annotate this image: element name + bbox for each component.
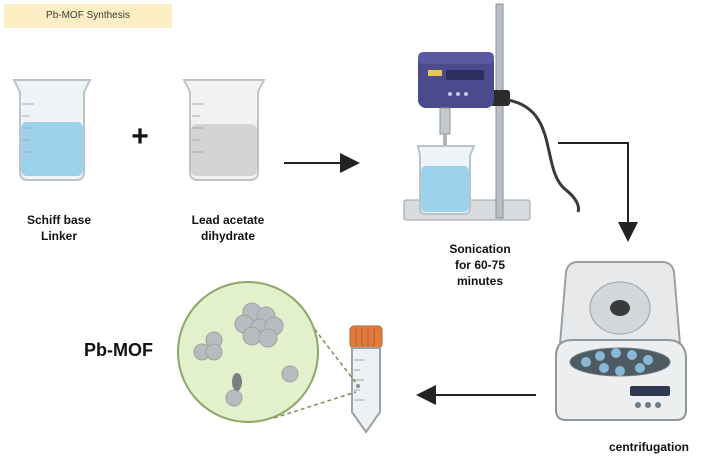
label-sonication: Sonication for 60-75 minutes bbox=[428, 241, 532, 289]
label-line: Sonication bbox=[449, 242, 511, 256]
label-pb-mof: Pb-MOF bbox=[84, 340, 153, 360]
label-line: minutes bbox=[456, 274, 503, 288]
arrow-to-centrifuge bbox=[558, 142, 638, 242]
zoom-line-bottom bbox=[273, 391, 357, 419]
label-schiff-base-linker: Schiff base Linker bbox=[14, 212, 104, 244]
label-line: Schiff base bbox=[26, 213, 92, 227]
label-line: Linker bbox=[40, 229, 77, 243]
beaker-grey-icon bbox=[182, 79, 266, 181]
label-lead-acetate-dihydrate: Lead acetate dihydrate bbox=[176, 212, 280, 244]
diagram-title: Pb-MOF Synthesis bbox=[4, 4, 172, 28]
label-line: for 60-75 bbox=[454, 258, 506, 272]
magnified-particles bbox=[177, 281, 319, 423]
label-centrifugation: centrifugation bbox=[609, 440, 689, 454]
label-line: Lead acetate bbox=[191, 213, 265, 227]
falcon-tube-icon bbox=[349, 325, 383, 434]
beaker-blue-icon bbox=[12, 79, 92, 181]
plus-sign: + bbox=[131, 120, 149, 153]
label-line: dihydrate bbox=[200, 229, 255, 243]
centrifuge-icon bbox=[555, 261, 687, 421]
sonicator-icon bbox=[403, 3, 580, 221]
